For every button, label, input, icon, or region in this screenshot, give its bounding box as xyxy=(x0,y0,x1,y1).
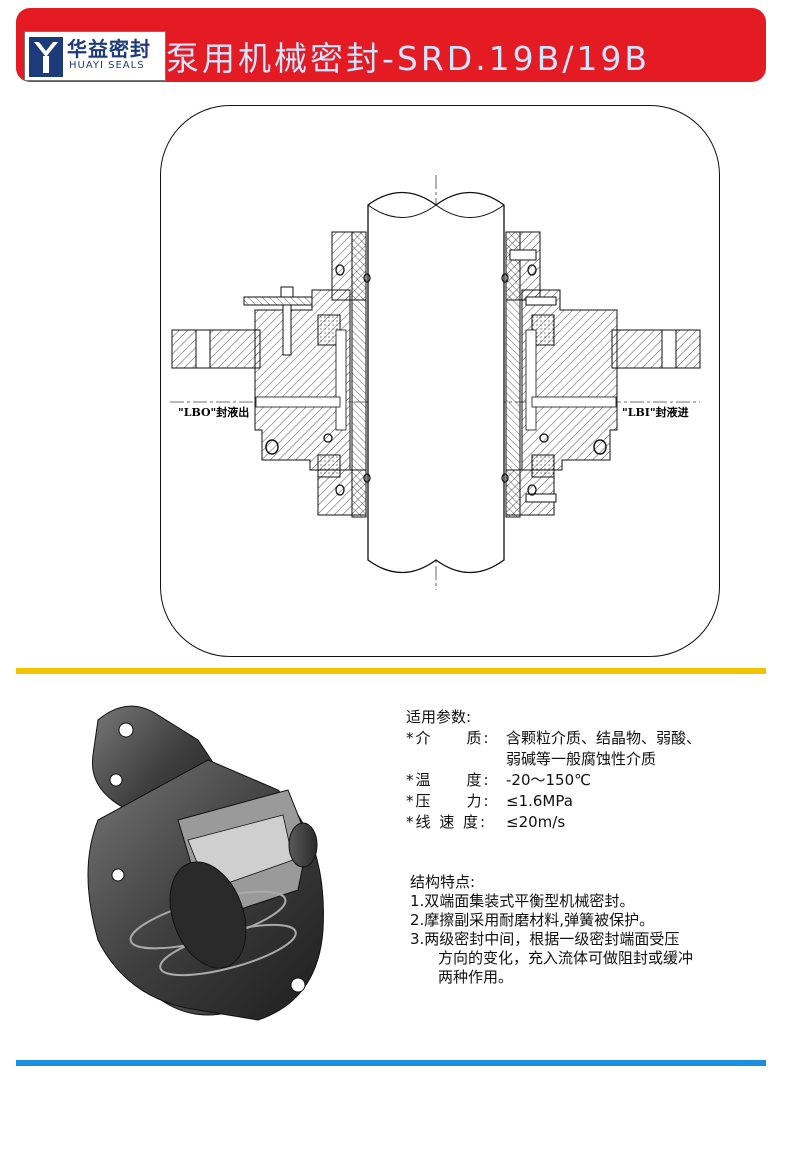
param-value: ≤1.6MPa xyxy=(506,792,573,810)
param-value-continued: 弱碱等一般腐蚀性介质 xyxy=(506,750,657,768)
param-row-pressure: *压 力: ≤1.6MPa xyxy=(406,791,701,812)
product-3d-image xyxy=(87,705,324,1021)
param-row-medium: *介 质: 含颗粒介质、结晶物、弱酸、 xyxy=(406,728,701,749)
seal-section-drawing: "LBO"封液出 "LBI"封液进 xyxy=(170,175,701,590)
param-key: *压 力: xyxy=(406,792,491,810)
feature-item: 1.双端面集装式平衡型机械密封。 xyxy=(410,892,635,910)
param-row-temperature: *温 度: -20～150℃ xyxy=(406,770,701,791)
param-value: ≤20m/s xyxy=(506,813,566,831)
logo-mark-icon xyxy=(29,37,63,77)
brand-name-cn: 华益密封 xyxy=(67,37,151,61)
divider-yellow xyxy=(16,668,766,674)
features-heading: 结构特点: xyxy=(410,873,476,891)
param-key: *介 质: xyxy=(406,729,491,747)
feature-item-continued: 方向的变化，充入流体可做阻封或缓冲 xyxy=(438,949,694,967)
brand-name-en: HUAYI SEALS xyxy=(69,60,145,71)
feature-item: 3.两级密封中间，根据一级密封端面受压 xyxy=(410,930,680,948)
page-title: 泵用机械密封-SRD.19B/19B xyxy=(166,39,651,78)
params-heading: 适用参数: xyxy=(406,708,472,726)
features-section: 结构特点: 1.双端面集装式平衡型机械密封。 2.摩擦副采用耐磨材料,弹簧被保护… xyxy=(410,873,693,987)
left-port-label: "LBO"封液出 xyxy=(178,405,249,419)
param-key: *温 度: xyxy=(406,771,491,789)
feature-item-continued: 两种作用。 xyxy=(438,968,514,986)
param-row-speed: *线 速 度: ≤20m/s xyxy=(406,812,701,833)
right-port-label: "LBI"封液进 xyxy=(622,405,689,419)
param-value: -20～150℃ xyxy=(506,771,591,789)
feature-item: 2.摩擦副采用耐磨材料,弹簧被保护。 xyxy=(410,911,655,929)
brand-logo: 华益密封 HUAYI SEALS xyxy=(24,31,166,81)
parameters-section: 适用参数: *介 质: 含颗粒介质、结晶物、弱酸、 弱碱等一般腐蚀性介质 *温 度… xyxy=(406,707,701,833)
param-value: 含颗粒介质、结晶物、弱酸、 xyxy=(506,729,702,747)
divider-blue xyxy=(16,1060,766,1066)
param-key: *线 速 度: xyxy=(406,813,488,831)
header-banner: 华益密封 HUAYI SEALS 泵用机械密封-SRD.19B/19B xyxy=(16,8,766,82)
